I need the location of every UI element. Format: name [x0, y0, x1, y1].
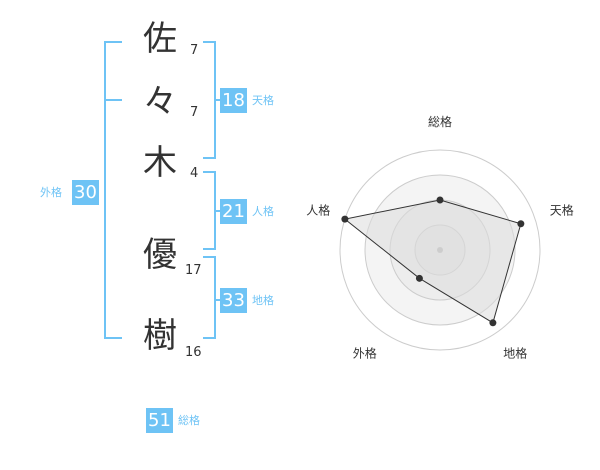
soukaku-badge: 51	[146, 408, 173, 433]
radar-axis-label-4: 外格	[353, 346, 377, 361]
chikaku-label: 地格	[252, 294, 274, 307]
stroke-count-4: 17	[185, 263, 202, 278]
radar-axis-label-5: 人格	[306, 202, 330, 217]
name-char-4: 優	[143, 235, 177, 275]
radar-point-5	[341, 215, 349, 223]
soukaku-label: 総格	[178, 414, 200, 427]
tenkaku-badge: 18	[220, 88, 247, 113]
name-char-2: 々	[143, 82, 177, 122]
radar-axis-label-2: 天格	[550, 202, 574, 217]
gaikaku-bracket	[104, 41, 122, 339]
chikaku-bracket	[203, 256, 216, 339]
gaikaku-label: 外格	[40, 186, 62, 199]
name-char-3: 木	[143, 143, 177, 183]
name-char-1: 佐	[143, 19, 177, 59]
name-char-5: 樹	[143, 316, 177, 356]
tenkaku-label: 天格	[252, 94, 274, 107]
radar-value-polygon	[343, 199, 522, 324]
stroke-count-2: 7	[190, 105, 199, 120]
jinkaku-label: 人格	[252, 205, 274, 218]
stroke-count-3: 4	[190, 166, 199, 181]
gaikaku-badge: 30	[72, 180, 99, 205]
radar-point-1	[436, 196, 444, 204]
radar-point-4	[415, 274, 423, 282]
chikaku-badge: 33	[220, 288, 247, 313]
stroke-count-5: 16	[185, 345, 202, 360]
radar-point-2	[517, 220, 525, 228]
stroke-count-1: 7	[190, 43, 199, 58]
radar-axis-label-1: 総格	[428, 114, 452, 129]
radar-axis-label-3: 地格	[503, 346, 527, 361]
radar-point-3	[489, 319, 497, 327]
jinkaku-badge: 21	[220, 199, 247, 224]
